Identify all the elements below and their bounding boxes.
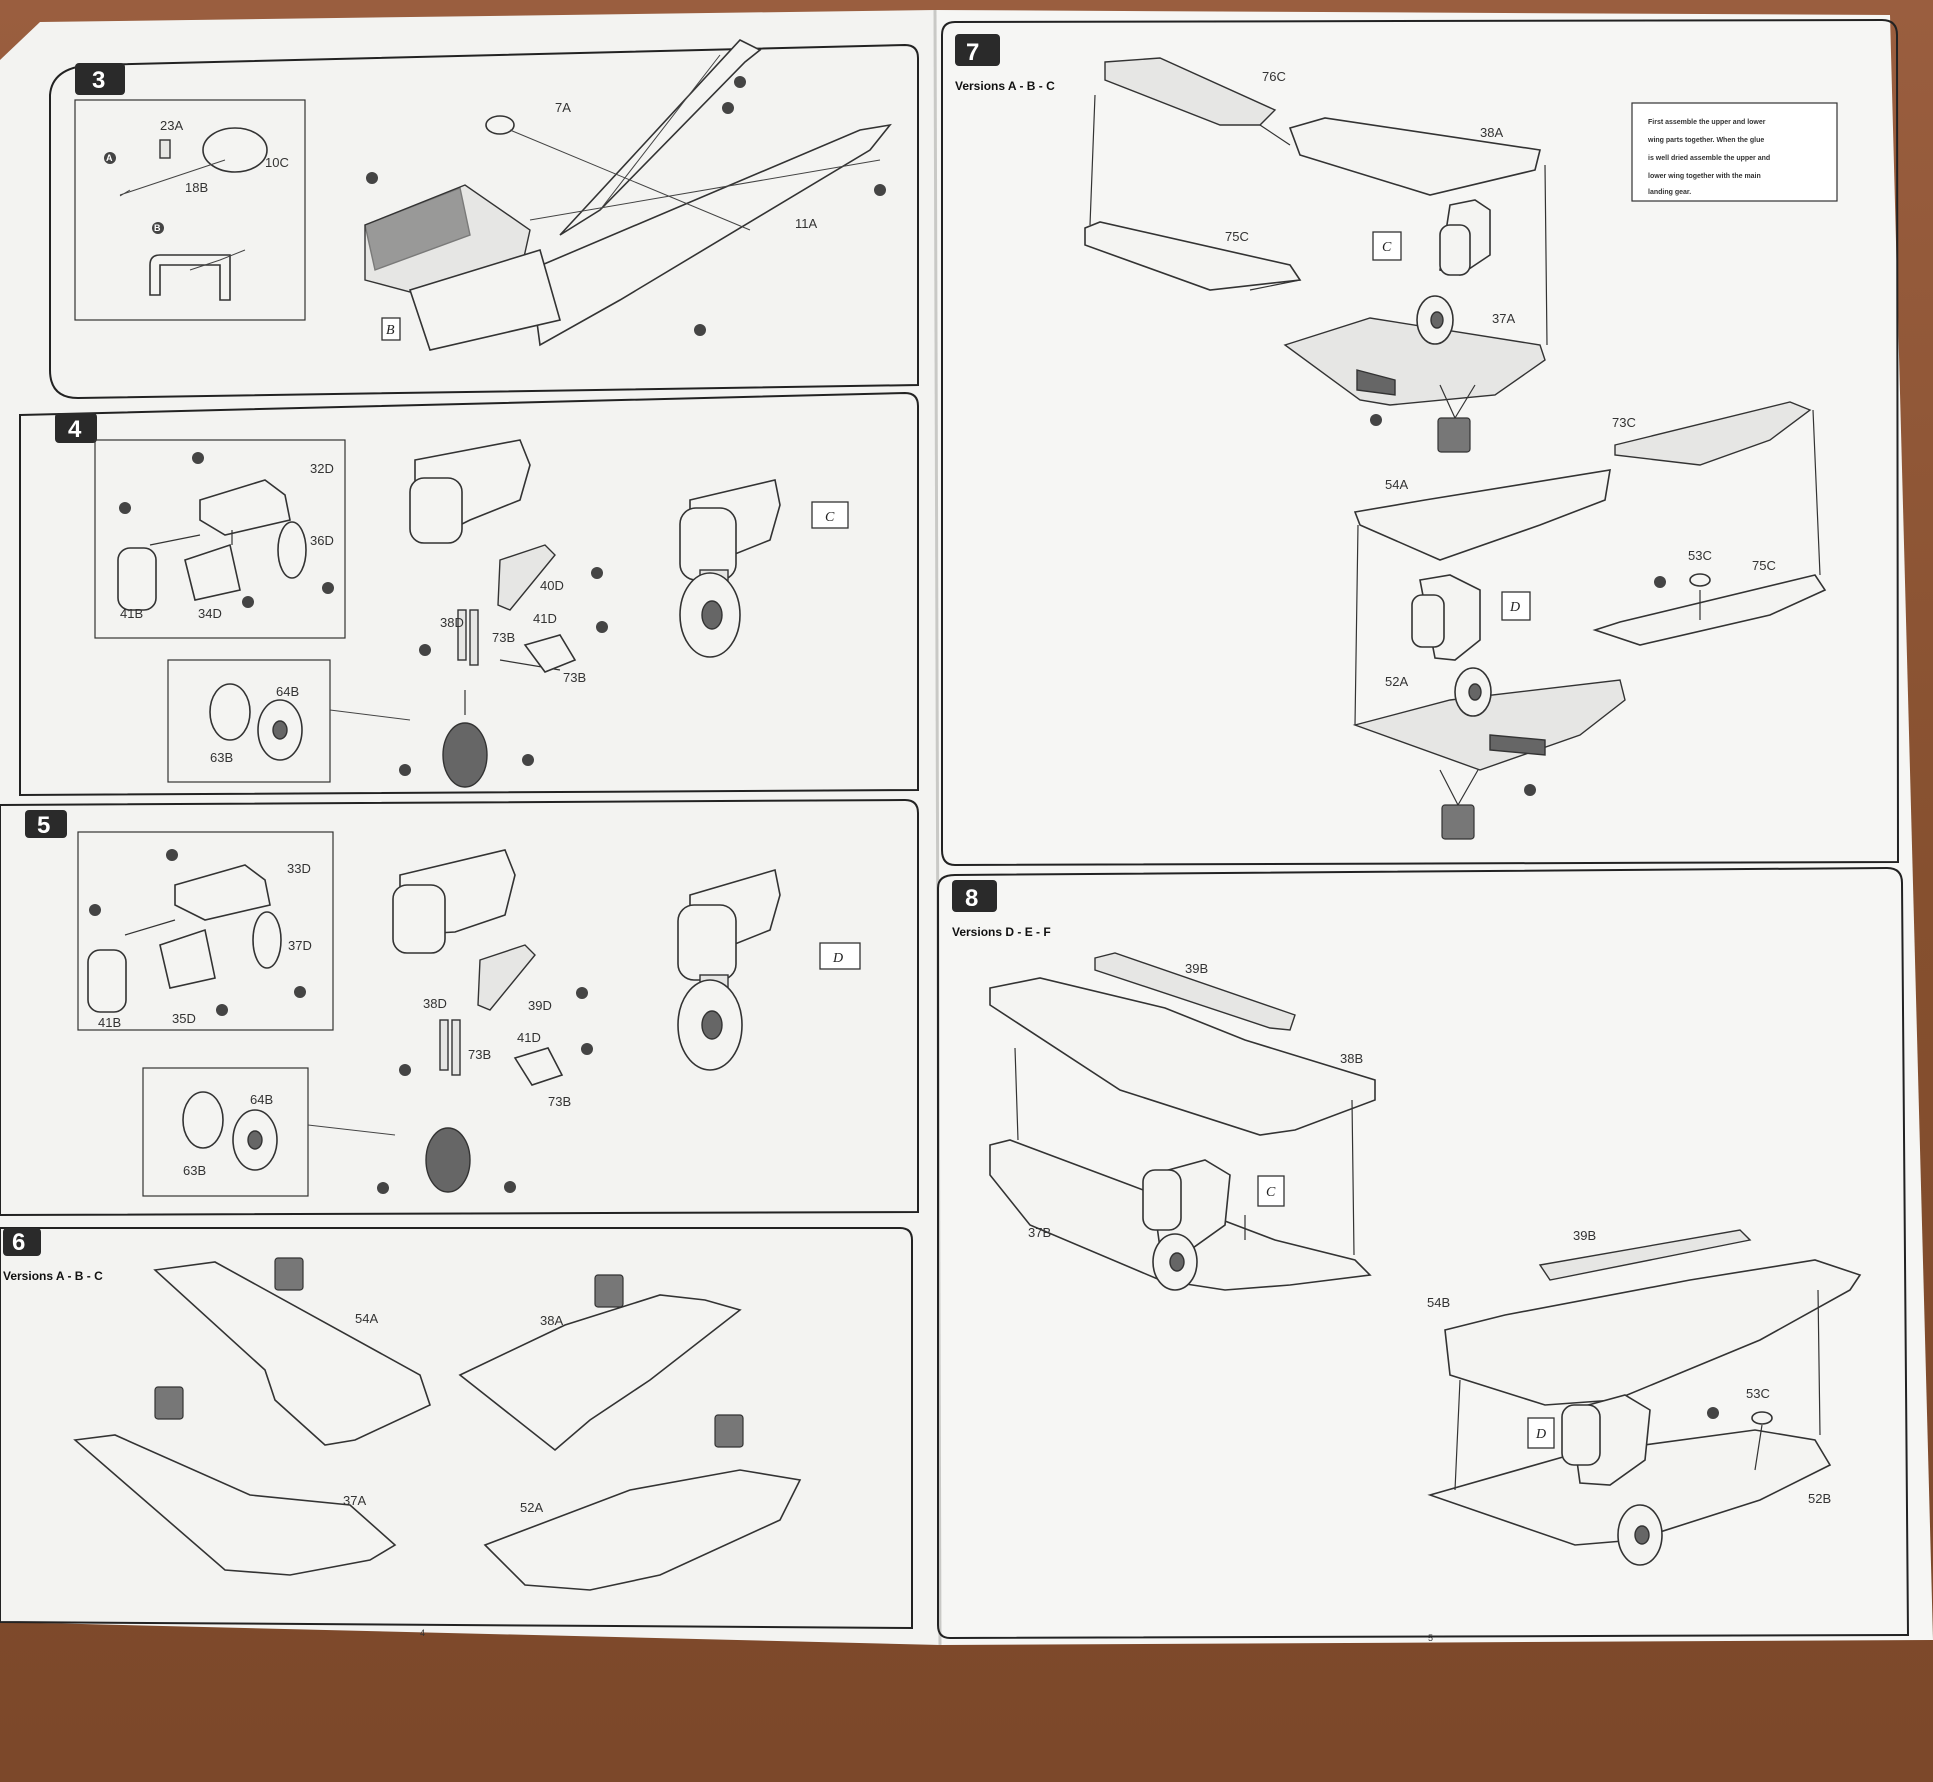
label: 37A — [343, 1493, 366, 1508]
wheel-inset — [142, 1067, 309, 1197]
step-6-panel: 6 Versions A - B - C 54A 38A 37A 52A — [0, 1227, 913, 1630]
sub-assembly-label: D — [832, 951, 843, 966]
note-line: lower wing together with the main — [1648, 173, 1761, 180]
label: 54A — [355, 1311, 378, 1326]
assembly-note — [1631, 102, 1838, 202]
label: 37A — [1492, 311, 1515, 326]
label: 63B — [183, 1163, 206, 1178]
step-3-panel: 3 23A 10C 18B A B B 7A 11A — [49, 39, 919, 400]
sub-assembly-label: C — [1266, 1185, 1276, 1200]
page-number-left: 4 — [420, 1628, 425, 1638]
label: 52A — [1385, 674, 1408, 689]
page-number-right: 5 — [1428, 1633, 1433, 1643]
label: 39D — [528, 998, 552, 1013]
sub-assembly-label: B — [386, 323, 395, 338]
step-number: 4 — [68, 416, 82, 443]
label: 41B — [98, 1015, 121, 1030]
label: 41D — [517, 1030, 541, 1045]
label: 75C — [1225, 229, 1249, 244]
label: 54B — [1427, 1295, 1450, 1310]
step-number: 6 — [12, 1229, 25, 1256]
label: 73C — [1612, 415, 1636, 430]
label: 32D — [310, 461, 334, 476]
callout-b: B — [154, 223, 161, 233]
label: 53C — [1746, 1386, 1770, 1401]
sub-assembly-label: C — [1382, 240, 1392, 255]
sub-assembly-label: D — [1535, 1427, 1546, 1442]
right-page — [935, 10, 1933, 1645]
sub-assembly-label: C — [825, 510, 835, 525]
label: 41D — [533, 611, 557, 626]
label: 64B — [250, 1092, 273, 1107]
sub-assembly-label: D — [1509, 600, 1520, 615]
label: 38D — [440, 615, 464, 630]
note-line: landing gear. — [1648, 189, 1691, 196]
left-page — [0, 10, 940, 1645]
step-8-panel: 8 Versions D - E - F C 39B 38B 37B D 39B… — [937, 866, 1910, 1640]
label: 73B — [468, 1047, 491, 1062]
label: 73B — [563, 670, 586, 685]
label: 38B — [1340, 1051, 1363, 1066]
label: 73B — [548, 1094, 571, 1109]
label: 23A — [160, 118, 183, 133]
label: 10C — [265, 155, 289, 170]
label: 39B — [1573, 1228, 1596, 1243]
label: 18B — [185, 180, 208, 195]
label: 52B — [1808, 1491, 1831, 1506]
step-number: 3 — [92, 67, 105, 94]
label: 73B — [492, 630, 515, 645]
label: 64B — [276, 684, 299, 699]
label: 34D — [198, 606, 222, 621]
label: 54A — [1385, 477, 1408, 492]
label: 11A — [795, 216, 817, 231]
step-number: 8 — [965, 885, 978, 912]
label: 63B — [210, 750, 233, 765]
detail-inset — [74, 99, 306, 321]
label: 52A — [520, 1500, 543, 1515]
label: 41B — [120, 606, 143, 621]
label: 75C — [1752, 558, 1776, 573]
note-line: First assemble the upper and lower — [1648, 119, 1766, 126]
note-line: wing parts together. When the glue — [1647, 137, 1764, 144]
step-5-panel: 5 33D 37D 35D 41B 38D 39D 41D 73B 73B 64… — [0, 798, 919, 1217]
callout-a: A — [106, 153, 113, 163]
label: 33D — [287, 861, 311, 876]
label: 35D — [172, 1011, 196, 1026]
step-number: 5 — [37, 812, 50, 839]
wheel-inset — [167, 659, 331, 783]
step-4-panel: 4 32D 36D 34D 41B 38D 40D 41D 73B 73B 64… — [19, 391, 919, 797]
label: 36D — [310, 533, 334, 548]
label: 38A — [1480, 125, 1503, 140]
versions-label: Versions A - B - C — [955, 79, 1055, 93]
detail-inset — [94, 439, 346, 639]
note-line: is well dried assemble the upper and — [1648, 155, 1770, 162]
label: 53C — [1688, 548, 1712, 563]
label: 7A — [555, 100, 571, 115]
versions-label: Versions D - E - F — [952, 925, 1051, 939]
label: 39B — [1185, 961, 1208, 976]
versions-label: Versions A - B - C — [3, 1269, 103, 1283]
label: 37D — [288, 938, 312, 953]
detail-inset — [77, 831, 334, 1031]
step-7-panel: 7 Versions A - B - C First assemble the … — [941, 18, 1900, 867]
label: 40D — [540, 578, 564, 593]
label: 38D — [423, 996, 447, 1011]
label: 37B — [1028, 1225, 1051, 1240]
label: 76C — [1262, 69, 1286, 84]
step-number: 7 — [966, 39, 979, 66]
booklet-spine — [933, 9, 942, 1646]
label: 38A — [540, 1313, 563, 1328]
